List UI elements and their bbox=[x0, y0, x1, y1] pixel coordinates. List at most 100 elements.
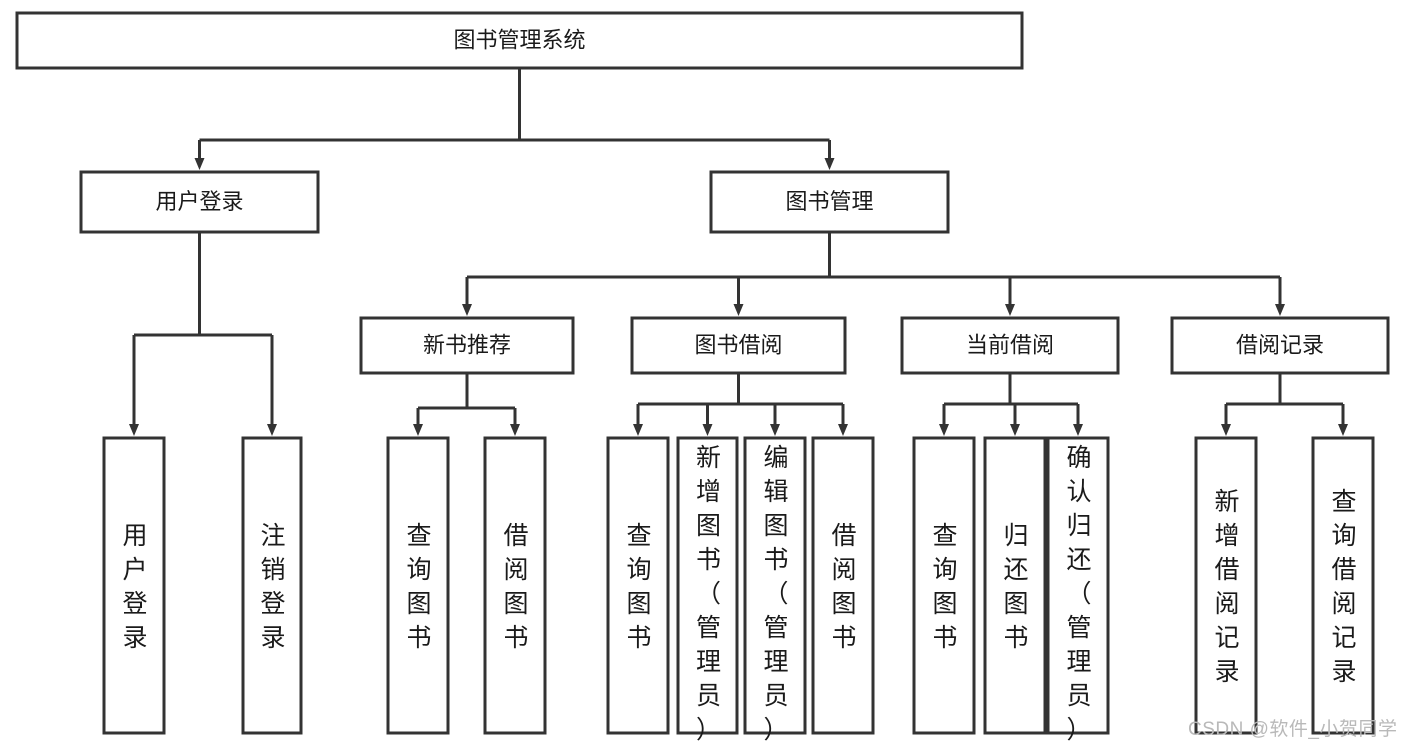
leaf-node-label-char: 录 bbox=[260, 624, 285, 652]
leaf-node-label-char: 书 bbox=[831, 624, 856, 652]
leaf-node-label-char: 增 bbox=[696, 478, 721, 506]
node-label: 图书借阅 bbox=[694, 332, 782, 357]
leaf-node-label-char: ） bbox=[1066, 716, 1091, 744]
leaf-node-label-char: 借 bbox=[831, 522, 856, 550]
leaf-node-label-char: 借 bbox=[1331, 556, 1356, 584]
leaf-node-label-char: 查 bbox=[626, 522, 651, 550]
leaf-node-label-char: 书 bbox=[932, 624, 957, 652]
leaf-node-label-char: 新 bbox=[1214, 488, 1239, 516]
leaf-node-label-char: 阅 bbox=[831, 556, 856, 584]
leaf-node-label-char: 销 bbox=[260, 556, 285, 584]
leaf-node-label-char: 询 bbox=[626, 556, 651, 584]
leaf-node-box[interactable]: 用户登录 bbox=[102, 436, 166, 735]
leaf-node-label-char: 查 bbox=[932, 522, 957, 550]
connector-lines bbox=[129, 68, 1348, 436]
leaf-node-label-char: 书 bbox=[1003, 624, 1028, 652]
leaf-node-label-char: 户 bbox=[122, 556, 147, 584]
leaf-node-label-char: 记 bbox=[1331, 624, 1356, 652]
node-label: 图书管理系统 bbox=[453, 27, 585, 52]
leaf-node-label-char: 录 bbox=[1331, 658, 1356, 686]
leaf-node-label-char: （ bbox=[763, 580, 788, 608]
leaf-node-label-char: 记 bbox=[1214, 624, 1239, 652]
leaf-node-label-char: 图 bbox=[932, 590, 957, 618]
leaf-node-label-char: 注 bbox=[260, 522, 285, 550]
leaf-node-label-char: ） bbox=[696, 716, 721, 744]
leaf-node-label-char: （ bbox=[696, 580, 721, 608]
leaf-node-label-char: 书 bbox=[763, 546, 788, 574]
leaf-node-label-char: 还 bbox=[1003, 556, 1028, 584]
leaf-node-label-char: 登 bbox=[260, 590, 285, 618]
leaf-node-label-char: 增 bbox=[1214, 522, 1239, 550]
leaf-node-label-char: 新 bbox=[696, 444, 721, 472]
leaf-node-label-char: 员 bbox=[1066, 682, 1091, 710]
leaf-node-label-char: 阅 bbox=[503, 556, 528, 584]
leaf-node-label-char: 编 bbox=[763, 444, 788, 472]
leaf-node-label-char: 录 bbox=[122, 624, 147, 652]
level3-node-box[interactable]: 当前借阅 bbox=[900, 316, 1120, 375]
node-boxes: 图书管理系统用户登录图书管理新书推荐图书借阅当前借阅借阅记录用户登录注销登录查询… bbox=[15, 11, 1390, 744]
leaf-node-label-char: 登 bbox=[122, 590, 147, 618]
leaf-node-label-char: 图 bbox=[763, 512, 788, 540]
leaf-node-label-char: 阅 bbox=[1214, 590, 1239, 618]
level3-node-box[interactable]: 新书推荐 bbox=[359, 316, 575, 375]
leaf-node-label-char: 员 bbox=[763, 682, 788, 710]
leaf-node-label-char: 图 bbox=[626, 590, 651, 618]
leaf-node-label-char: 图 bbox=[1003, 590, 1028, 618]
leaf-node-label-char: 阅 bbox=[1331, 590, 1356, 618]
leaf-node-label-char: 管 bbox=[696, 614, 721, 642]
leaf-node-label-char: 书 bbox=[406, 624, 431, 652]
node-label: 用户登录 bbox=[155, 189, 243, 214]
node-label: 图书管理 bbox=[785, 189, 873, 214]
leaf-node-label-char: 认 bbox=[1066, 478, 1091, 506]
leaf-node-label-char: 书 bbox=[626, 624, 651, 652]
leaf-node-label-char: 图 bbox=[406, 590, 431, 618]
leaf-node-label-char: （ bbox=[1066, 580, 1091, 608]
leaf-node-label-char: 归 bbox=[1066, 512, 1091, 540]
leaf-node-label-char: 询 bbox=[932, 556, 957, 584]
node-label: 当前借阅 bbox=[966, 332, 1054, 357]
leaf-node-label-char: 询 bbox=[1331, 522, 1356, 550]
node-label: 新书推荐 bbox=[423, 332, 511, 357]
leaf-node-label-char: 借 bbox=[503, 522, 528, 550]
leaf-node-label-char: 还 bbox=[1066, 546, 1091, 574]
leaf-node-label-char: 用 bbox=[122, 522, 147, 550]
leaf-node-label-char: 查 bbox=[406, 522, 431, 550]
leaf-node-label-char: 管 bbox=[763, 614, 788, 642]
leaf-node-label-char: ） bbox=[763, 716, 788, 744]
leaf-node-label-char: 理 bbox=[696, 648, 721, 676]
level2-node-box[interactable]: 用户登录 bbox=[79, 170, 320, 234]
root-node-box[interactable]: 图书管理系统 bbox=[15, 11, 1024, 70]
level3-node-box[interactable]: 借阅记录 bbox=[1170, 316, 1390, 375]
leaf-node-label-char: 理 bbox=[1066, 648, 1091, 676]
leaf-node-label-char: 图 bbox=[696, 512, 721, 540]
leaf-node-label-char: 归 bbox=[1003, 522, 1028, 550]
leaf-node-label-char: 借 bbox=[1214, 556, 1239, 584]
leaf-node-label-char: 图 bbox=[503, 590, 528, 618]
leaf-node-label-char: 管 bbox=[1066, 614, 1091, 642]
leaf-node-label-char: 图 bbox=[831, 590, 856, 618]
level3-node-box[interactable]: 图书借阅 bbox=[630, 316, 847, 375]
leaf-node-label-char: 询 bbox=[406, 556, 431, 584]
leaf-node-label-char: 查 bbox=[1331, 488, 1356, 516]
leaf-node-label-char: 录 bbox=[1214, 658, 1239, 686]
node-label: 借阅记录 bbox=[1236, 332, 1324, 357]
level2-node-box[interactable]: 图书管理 bbox=[709, 170, 950, 234]
csdn-watermark: CSDN @软件_小贺同学 bbox=[1188, 719, 1398, 740]
leaf-node-label-char: 员 bbox=[696, 682, 721, 710]
leaf-node-label-char: 书 bbox=[503, 624, 528, 652]
leaf-node-label-char: 辑 bbox=[763, 478, 788, 506]
